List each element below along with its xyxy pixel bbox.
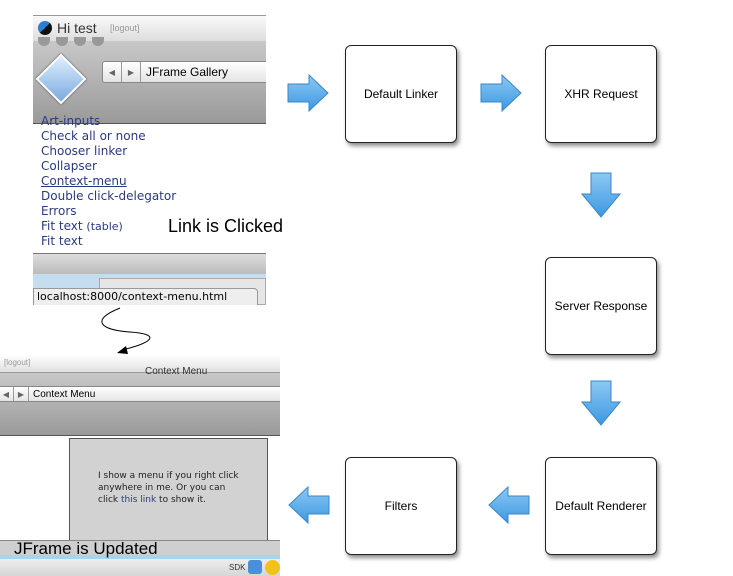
link-chooser-linker[interactable]: Chooser linker	[41, 144, 128, 158]
back-button[interactable]: ◀	[0, 387, 14, 401]
link-collapser[interactable]: Collapser	[41, 159, 97, 173]
arrow-down-icon	[581, 380, 621, 426]
bottom-toolbar	[33, 253, 266, 274]
app-logo-icon	[38, 21, 52, 35]
nav-bar: ◀ ▶ Context Menu	[0, 386, 280, 402]
dock-app-icon[interactable]	[248, 560, 262, 574]
window-title: JFrame Gallery	[146, 65, 229, 79]
link-fit-text-table[interactable]: Fit text (table)	[41, 219, 176, 234]
header-bar: Hi test [logout]	[33, 15, 266, 42]
curved-connector-arrow	[101, 307, 151, 354]
arrow-down-icon	[581, 172, 621, 218]
forward-button[interactable]: ▶	[14, 387, 29, 401]
default-linker-box: Default Linker	[345, 45, 457, 143]
context-menu-screenshot: [logout] Context Menu ◀ ▶ Context Menu I…	[0, 355, 280, 576]
filters-box: Filters	[345, 457, 457, 555]
server-response-box: Server Response	[545, 257, 657, 355]
panel-text-before: I show a menu if you right click anywher…	[98, 471, 239, 505]
link-check-all[interactable]: Check all or none	[41, 129, 146, 143]
arrow-right-icon	[287, 74, 329, 112]
browser-area: localhost:8000/context-menu.html	[33, 274, 266, 305]
forward-button[interactable]: ▶	[122, 62, 141, 82]
xhr-request-box: XHR Request	[545, 45, 657, 143]
status-url: localhost:8000/context-menu.html	[33, 288, 258, 305]
greeting: Hi test	[57, 20, 97, 36]
gallery-link-list: Art-inputs Check all or none Chooser lin…	[41, 114, 177, 249]
link-suffix: (table)	[86, 220, 123, 233]
arrow-left-icon	[288, 486, 330, 524]
context-menu-panel[interactable]: I show a menu if you right click anywher…	[69, 438, 268, 550]
dock-app-icon[interactable]	[265, 560, 280, 575]
window-toolbar: Context Menu ◀ ▶ Context Menu	[0, 366, 280, 436]
jframe-gallery-screenshot: Hi test [logout] ◀ ▶ JFrame Gallery Art-…	[33, 15, 266, 305]
window-toolbar: ◀ ▶ JFrame Gallery	[33, 37, 266, 124]
link-clicked-caption: Link is Clicked	[168, 216, 284, 236]
back-button[interactable]: ◀	[103, 62, 122, 82]
dock: SDK	[0, 559, 280, 576]
link-double-click[interactable]: Double click-delegator	[41, 189, 177, 203]
link-art-inputs[interactable]: Art-inputs	[41, 114, 101, 128]
jframe-updated-caption: JFrame is Updated	[14, 539, 158, 558]
logout-link[interactable]: [logout]	[110, 23, 140, 33]
panel-text: I show a menu if you right click anywher…	[98, 470, 248, 506]
panel-text-after: to show it.	[156, 495, 206, 505]
this-link[interactable]: this link	[120, 495, 157, 505]
default-renderer-box: Default Renderer	[545, 457, 657, 555]
arrow-right-icon	[480, 74, 522, 112]
gallery-app-icon	[35, 53, 87, 105]
link-label: Fit text	[41, 219, 83, 233]
nav-bar: ◀ ▶ JFrame Gallery	[102, 61, 266, 83]
window-title-partial: Context Menu	[145, 366, 208, 377]
arrow-left-icon	[488, 486, 530, 524]
link-context-menu[interactable]: Context-menu	[41, 174, 127, 188]
nav-title: Context Menu	[33, 388, 96, 400]
window-buttons[interactable]	[38, 37, 104, 46]
logout-link[interactable]: [logout]	[4, 358, 31, 367]
link-fit-text[interactable]: Fit text	[41, 234, 83, 248]
link-errors[interactable]: Errors	[41, 204, 77, 218]
sdk-label: SDK	[229, 563, 246, 572]
